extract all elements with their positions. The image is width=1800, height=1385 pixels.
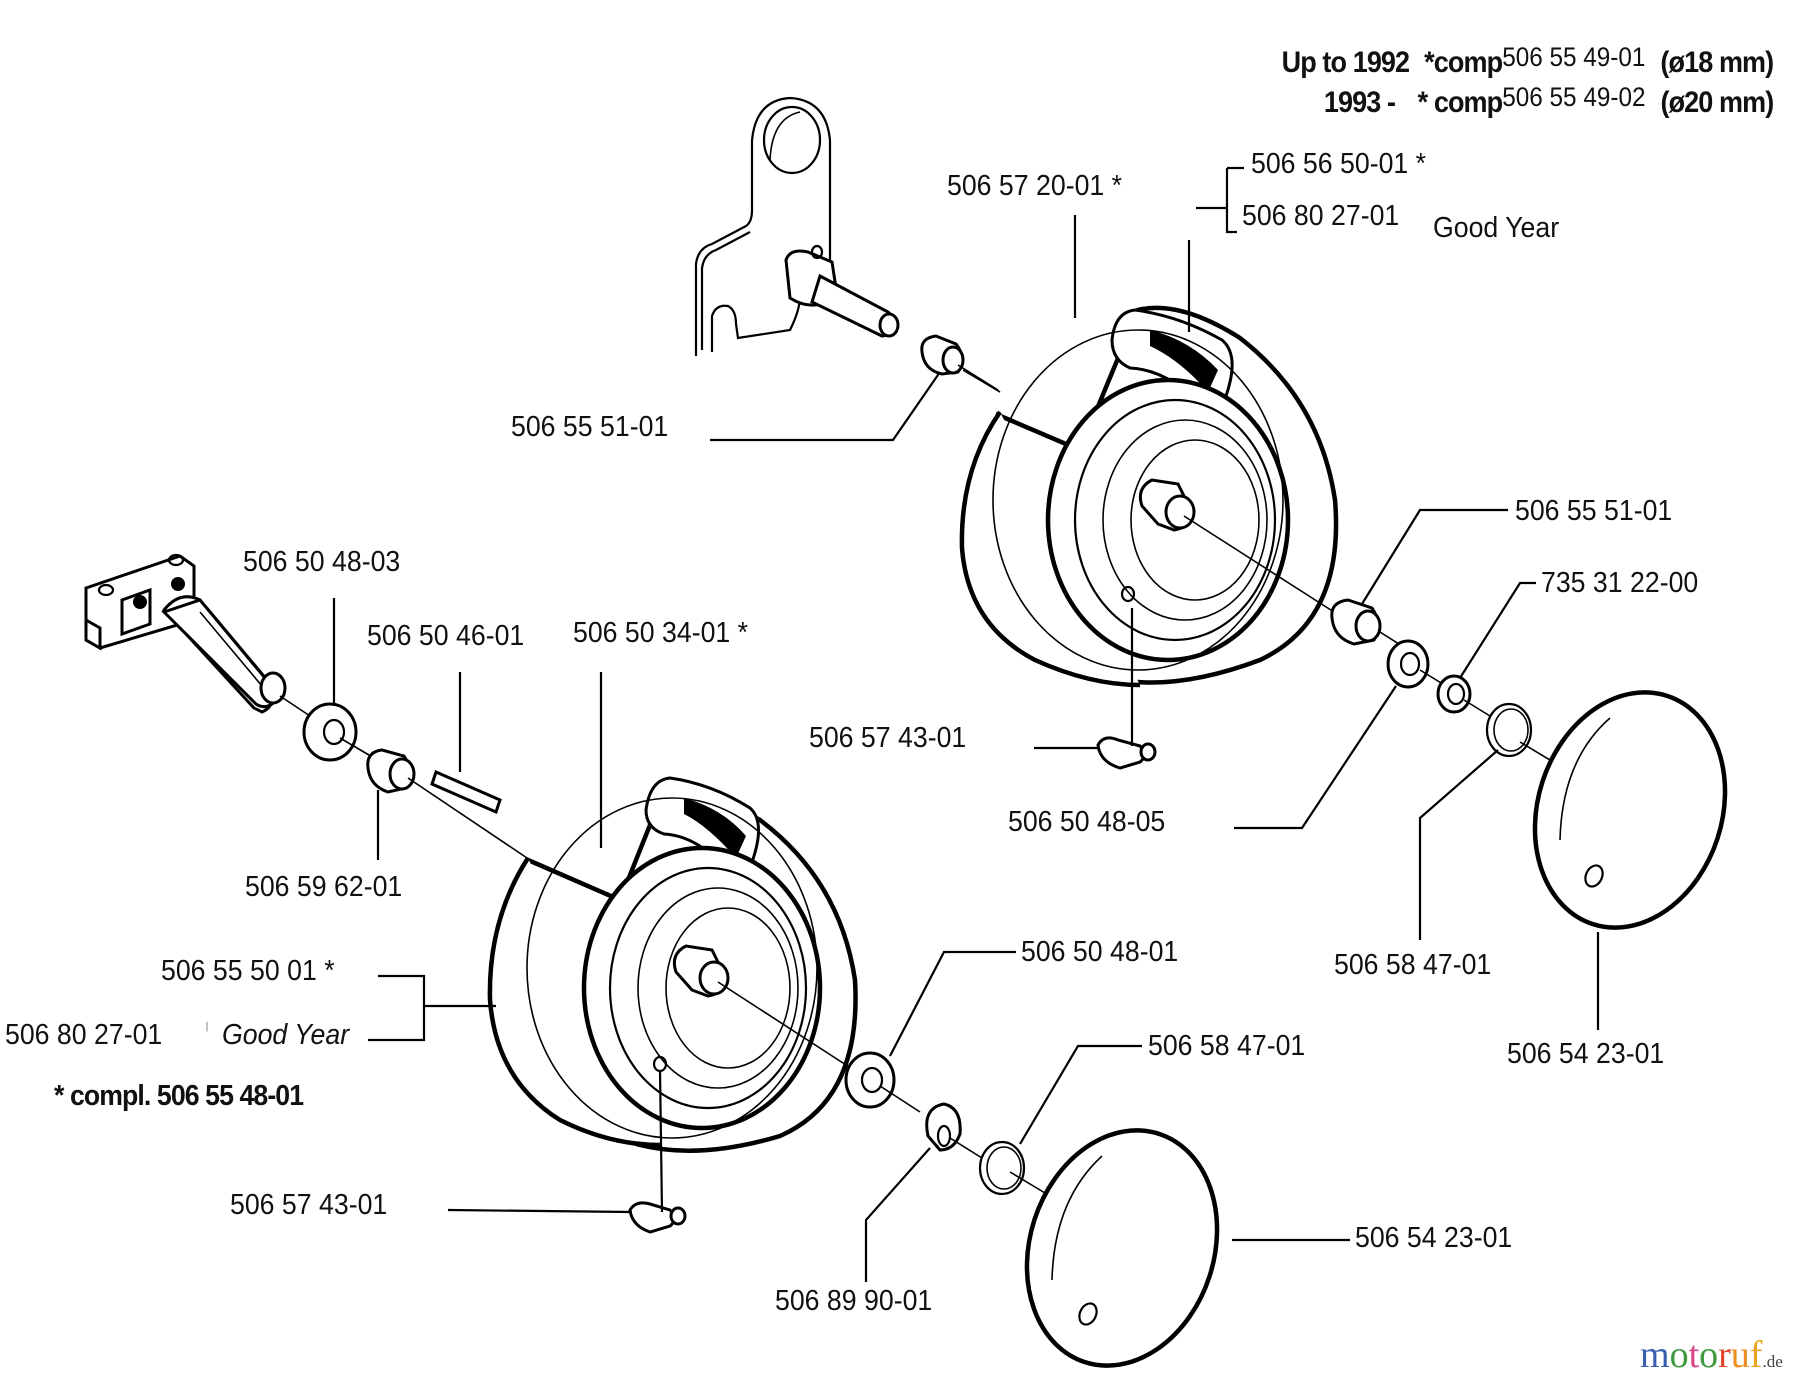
lower-washer-outer [844,1051,921,1113]
lower-retaining-clip [925,1102,983,1159]
logo-letters: motoruf [1640,1334,1762,1376]
lower-goodyear-label: Good Year [222,1019,350,1051]
header-comp-2: * comp [1417,86,1503,119]
part-label-upper-washer: 506 50 48-05 [1008,806,1166,838]
upper-hub-cap [1532,690,1728,930]
part-label-lower-tire-goodyear: 506 80 27-01 [5,1019,163,1051]
logo-letter: m [1640,1334,1670,1376]
lower-o-ring [978,1140,1051,1197]
part-label-upper-bushing-inner: 506 55 51-01 [511,411,669,443]
upper-valve [1096,736,1157,770]
logo-letter: f [1749,1334,1763,1376]
lower-valve [628,1201,687,1234]
part-label-upper-valve: 506 57 43-01 [809,722,967,754]
upper-washer [1386,639,1447,689]
header-line-1993: 1993 - * comp506 55 49-02 (ø20 mm) [1323,82,1774,119]
part-label-lower-wheel-rim: 506 50 34-01 * [573,617,749,649]
part-label-upper-tire: 506 56 50-01 * [1251,148,1427,180]
lower-hub-cap [1024,1128,1220,1368]
logo-letter: t [1688,1334,1700,1376]
part-label-upper-o-ring: 506 58 47-01 [1334,949,1492,981]
separator-bar: │ [205,1022,210,1031]
part-label-lower-hub-cap: 506 54 23-01 [1355,1222,1513,1254]
part-label-lower-o-ring: 506 58 47-01 [1148,1030,1306,1062]
upper-retaining-ring [1436,674,1491,717]
part-label-lower-valve: 506 57 43-01 [230,1189,388,1221]
logo-suffix: .de [1762,1352,1783,1371]
upper-o-ring [1485,702,1561,767]
part-label-lower-tire: 506 55 50 01 * [161,955,335,987]
upper-goodyear-label: Good Year [1433,212,1560,244]
part-label-lower-key: 506 50 46-01 [367,620,525,652]
header-diameter-1: (ø18 mm) [1660,46,1774,79]
part-label-upper-retaining-ring: 735 31 22-00 [1541,567,1699,599]
part-label-upper-hub-cap: 506 54 23-01 [1507,1038,1665,1070]
part-label-upper-bushing-outer: 506 55 51-01 [1515,495,1673,527]
header-line-up-to-1992: Up to 1992 *comp506 55 49-01 (ø18 mm) [1281,42,1774,79]
header-year-range-1: Up to 1992 [1281,46,1409,79]
part-label-upper-wheel-rim: 506 57 20-01 * [947,170,1123,202]
logo-letter: r [1718,1334,1731,1376]
lower-key [430,769,502,815]
header-comp-1: *comp [1423,46,1503,79]
motoruf-watermark-logo: motoruf.de [1640,1336,1783,1374]
lower-bushing [366,748,531,861]
logo-letter: u [1730,1334,1750,1376]
upper-mount-bracket [694,96,900,356]
upper-wheel-tire [959,305,1339,688]
logo-letter: o [1699,1334,1719,1376]
header-year-range-2: 1993 - [1323,86,1396,119]
lower-wheel-tire [487,776,861,1153]
header-diameter-2: (ø20 mm) [1660,86,1774,119]
upper-bushing-inner [920,334,999,391]
logo-letter: o [1669,1334,1689,1376]
lower-axle-bracket [84,553,311,717]
part-label-lower-bushing: 506 59 62-01 [245,871,403,903]
lower-washer-inner [302,702,375,762]
part-label-lower-washer-inner: 506 50 48-03 [243,546,401,578]
upper-bushing-outer [1330,598,1403,647]
header-part-2: 506 55 49-02 [1501,82,1646,112]
complete-assembly-note: * compl. 506 55 48-01 [54,1080,304,1112]
part-label-upper-tire-goodyear: 506 80 27-01 [1242,200,1400,232]
part-label-lower-retaining-clip: 506 89 90-01 [775,1285,933,1317]
part-label-lower-washer-outer: 506 50 48-01 [1021,936,1179,968]
leader-lines [332,166,1600,1282]
header-part-1: 506 55 49-01 [1501,42,1646,72]
